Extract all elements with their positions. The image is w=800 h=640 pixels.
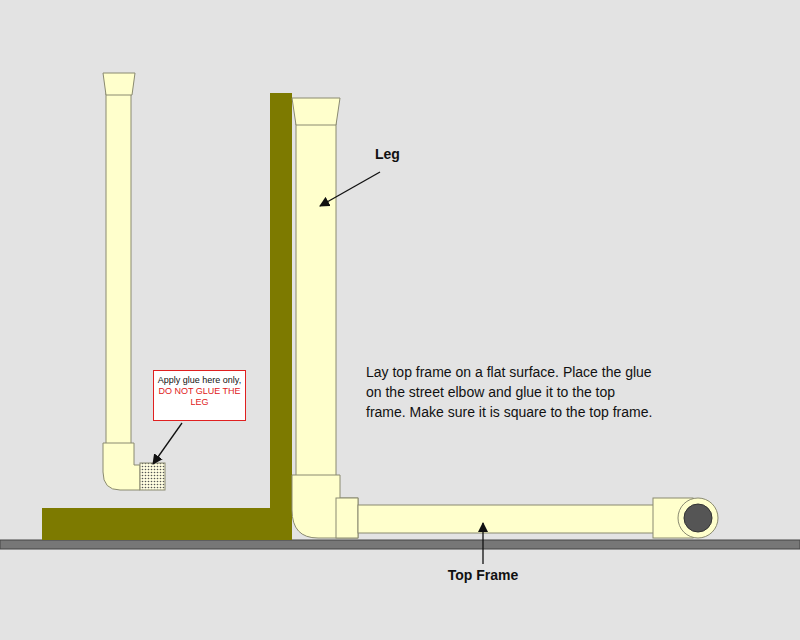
callout-box: Apply glue here only,DO NOT GLUE THE LEG: [153, 370, 246, 421]
callout-text: Apply glue here only,: [157, 375, 242, 386]
callout-text: DO NOT GLUE THE LEG: [157, 386, 242, 408]
glue-area: [140, 463, 165, 490]
part-name: Leg: [375, 146, 435, 163]
leader-line: [320, 172, 380, 206]
small-leg: [103, 73, 165, 490]
leg-pipe: [292, 98, 358, 538]
flat-surface: [0, 540, 800, 549]
leader-line: [153, 423, 182, 464]
square-jig: [42, 93, 292, 540]
part-name: Top Frame: [423, 567, 543, 584]
top-frame-pipe: [358, 498, 718, 538]
leader-line: [482, 523, 483, 564]
instruction-note: Lay top frame on a flat surface. Place t…: [366, 362, 656, 422]
